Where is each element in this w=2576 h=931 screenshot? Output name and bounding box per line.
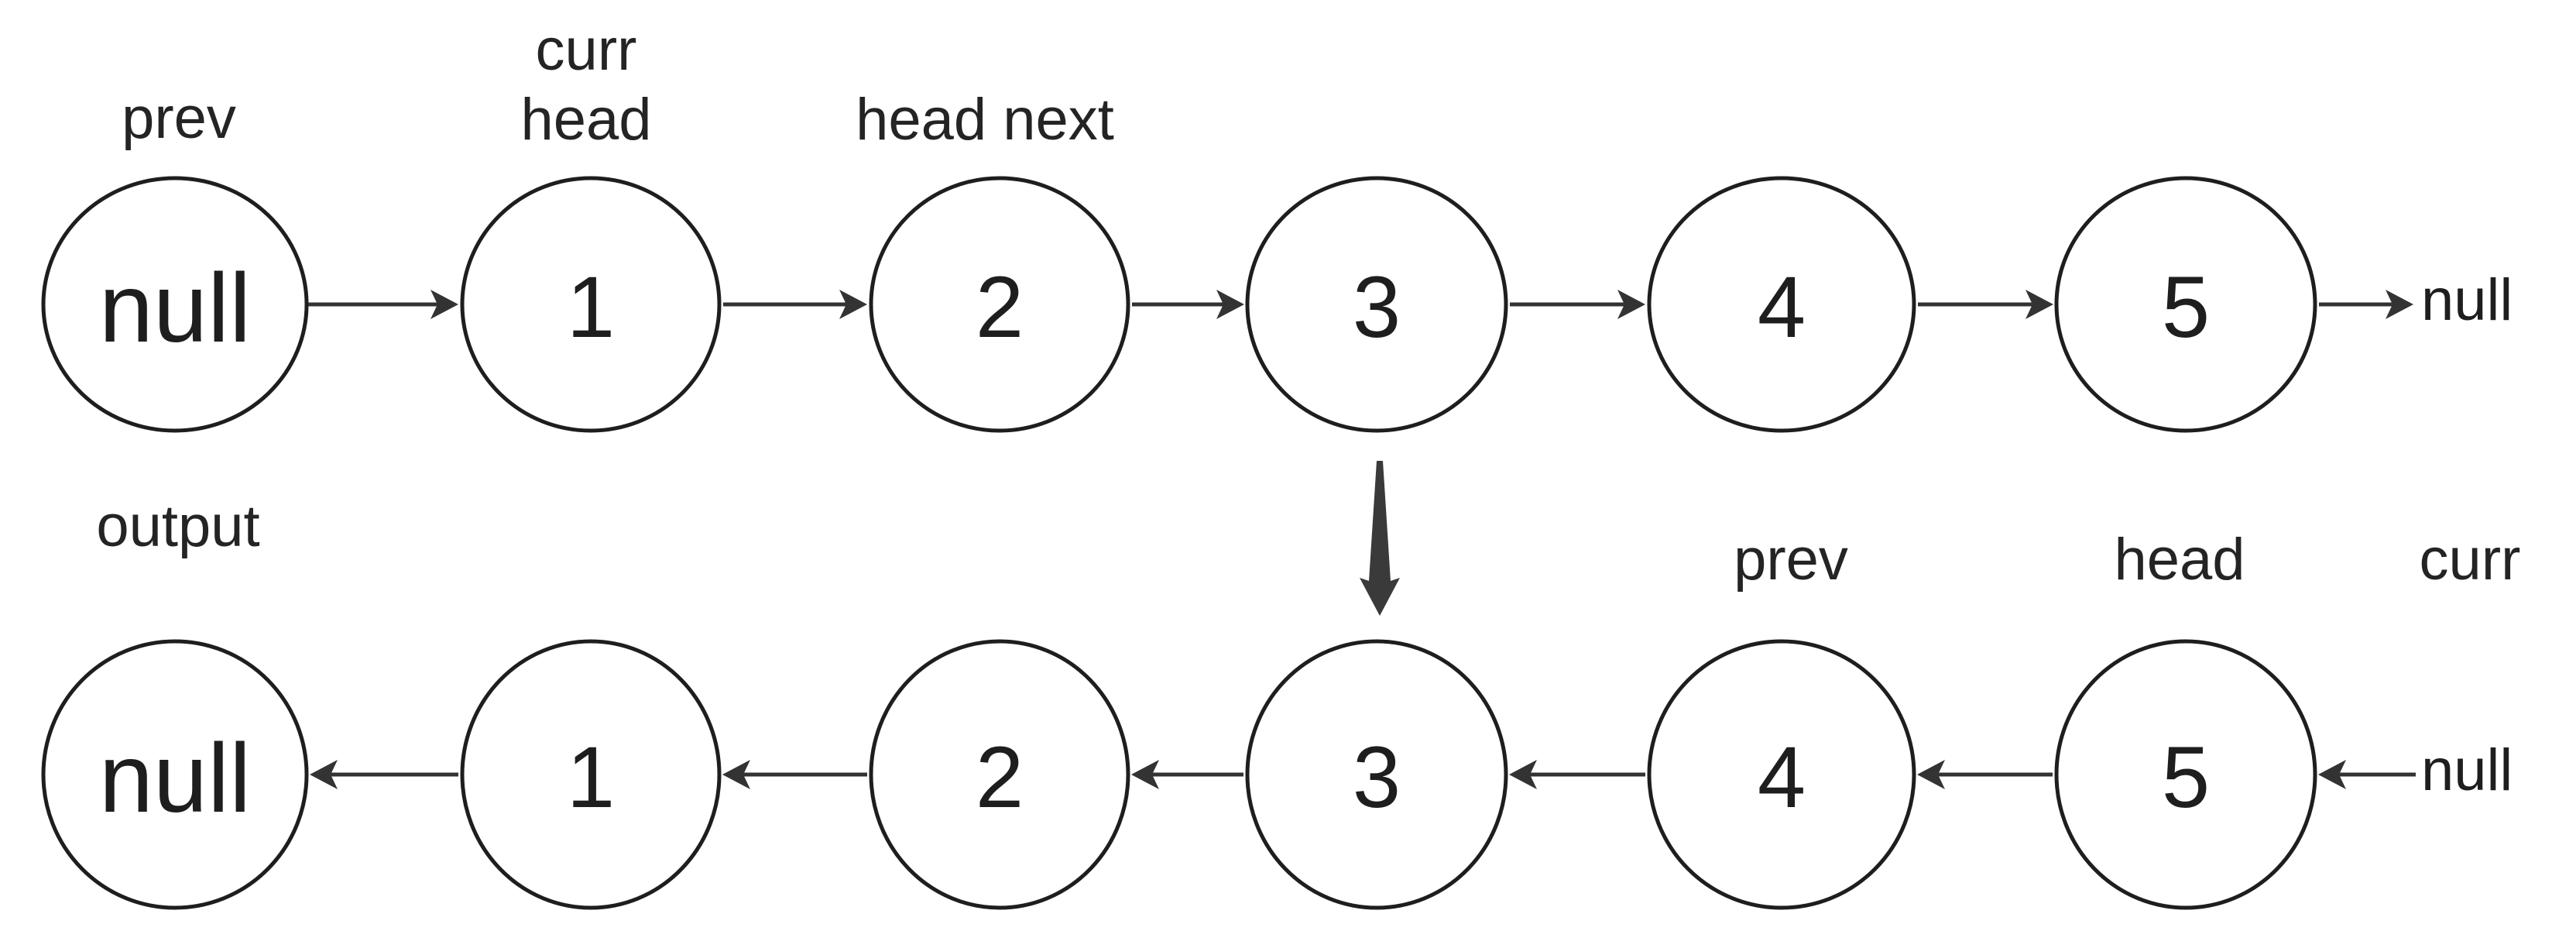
arrow-head-right-icon <box>2025 290 2053 319</box>
top-list-node-1: 1 <box>460 176 722 433</box>
bottom-label-curr: curr <box>2420 527 2521 593</box>
next-pointer-arrow-1-2 <box>723 290 867 319</box>
top-list-node-4: 4 <box>1647 176 1916 433</box>
node-circle <box>460 639 722 910</box>
top-label-head-next: head next <box>856 87 1114 153</box>
reversed-pointer-arrow-null-5 <box>2318 760 2416 789</box>
bottom-label-prev: prev <box>1734 527 1848 593</box>
top-list-node-3: 3 <box>1245 176 1508 433</box>
top-list-node-5: 5 <box>2054 176 2317 433</box>
arrow-head-left-icon <box>2318 760 2346 789</box>
next-pointer-arrow-null-1 <box>308 290 458 319</box>
node-value: null <box>99 723 251 833</box>
arrow-head-right-icon <box>1617 290 1645 319</box>
node-value: 3 <box>1353 259 1401 356</box>
arrow-head-left-icon <box>310 760 338 789</box>
reversal-step-down-arrow-icon <box>1360 461 1400 616</box>
top-list-node-null: null <box>41 176 309 433</box>
top-label-prev: prev <box>122 85 236 151</box>
node-value: 4 <box>1758 259 1806 356</box>
arrow-head-left-icon <box>1509 760 1537 789</box>
top-list-node-2: 2 <box>869 176 1130 433</box>
node-circle <box>869 176 1130 433</box>
bottom-list-node-5: 5 <box>2054 639 2317 910</box>
node-circle <box>1647 639 1916 910</box>
arrow-head-right-icon <box>2386 290 2413 319</box>
node-value: 4 <box>1758 729 1806 826</box>
reversed-pointer-arrow-1-null <box>310 760 458 789</box>
node-circle <box>2054 639 2317 910</box>
node-value: 5 <box>2162 259 2210 356</box>
arrow-head-right-icon <box>839 290 867 319</box>
node-circle <box>2054 176 2317 433</box>
node-value: 2 <box>976 729 1024 826</box>
bottom-list-node-3: 3 <box>1245 639 1508 910</box>
node-value: null <box>99 253 251 362</box>
node-circle <box>869 639 1130 910</box>
top-tail-null-text: null <box>2421 267 2513 333</box>
top-label-head: head <box>520 87 651 153</box>
next-pointer-arrow-4-5 <box>1918 290 2053 319</box>
node-circle <box>460 176 722 433</box>
node-circle <box>1647 176 1916 433</box>
next-pointer-arrow-3-4 <box>1510 290 1645 319</box>
node-circle <box>1245 639 1508 910</box>
node-value: 1 <box>567 729 615 826</box>
bottom-list-node-null: null <box>41 639 309 910</box>
next-pointer-arrow-5-null <box>2319 290 2413 319</box>
arrow-head-left-icon <box>1917 760 1945 789</box>
node-value: 3 <box>1353 729 1401 826</box>
node-circle <box>41 639 309 910</box>
arrow-head-right-icon <box>1216 290 1244 319</box>
node-value: 1 <box>567 259 615 356</box>
arrow-head-left-icon <box>722 760 750 789</box>
reversed-pointer-arrow-4-3 <box>1509 760 1645 789</box>
bottom-tail-null-text: null <box>2421 737 2513 803</box>
bottom-list-node-1: 1 <box>460 639 722 910</box>
bottom-label-output: output <box>96 493 259 559</box>
reversed-pointer-arrow-5-4 <box>1917 760 2053 789</box>
node-circle <box>1245 176 1508 433</box>
node-value: 5 <box>2162 729 2210 826</box>
node-value: 2 <box>976 259 1024 356</box>
next-pointer-arrow-2-3 <box>1132 290 1244 319</box>
bottom-list-node-4: 4 <box>1647 639 1916 910</box>
arrow-head-left-icon <box>1131 760 1159 789</box>
reversed-pointer-arrow-2-1 <box>722 760 867 789</box>
node-circle <box>41 176 309 433</box>
bottom-label-head: head <box>2114 527 2245 593</box>
bottom-list-node-2: 2 <box>869 639 1130 910</box>
reversed-pointer-arrow-3-2 <box>1131 760 1243 789</box>
top-label-curr: curr <box>536 17 637 83</box>
arrow-head-right-icon <box>430 290 458 319</box>
